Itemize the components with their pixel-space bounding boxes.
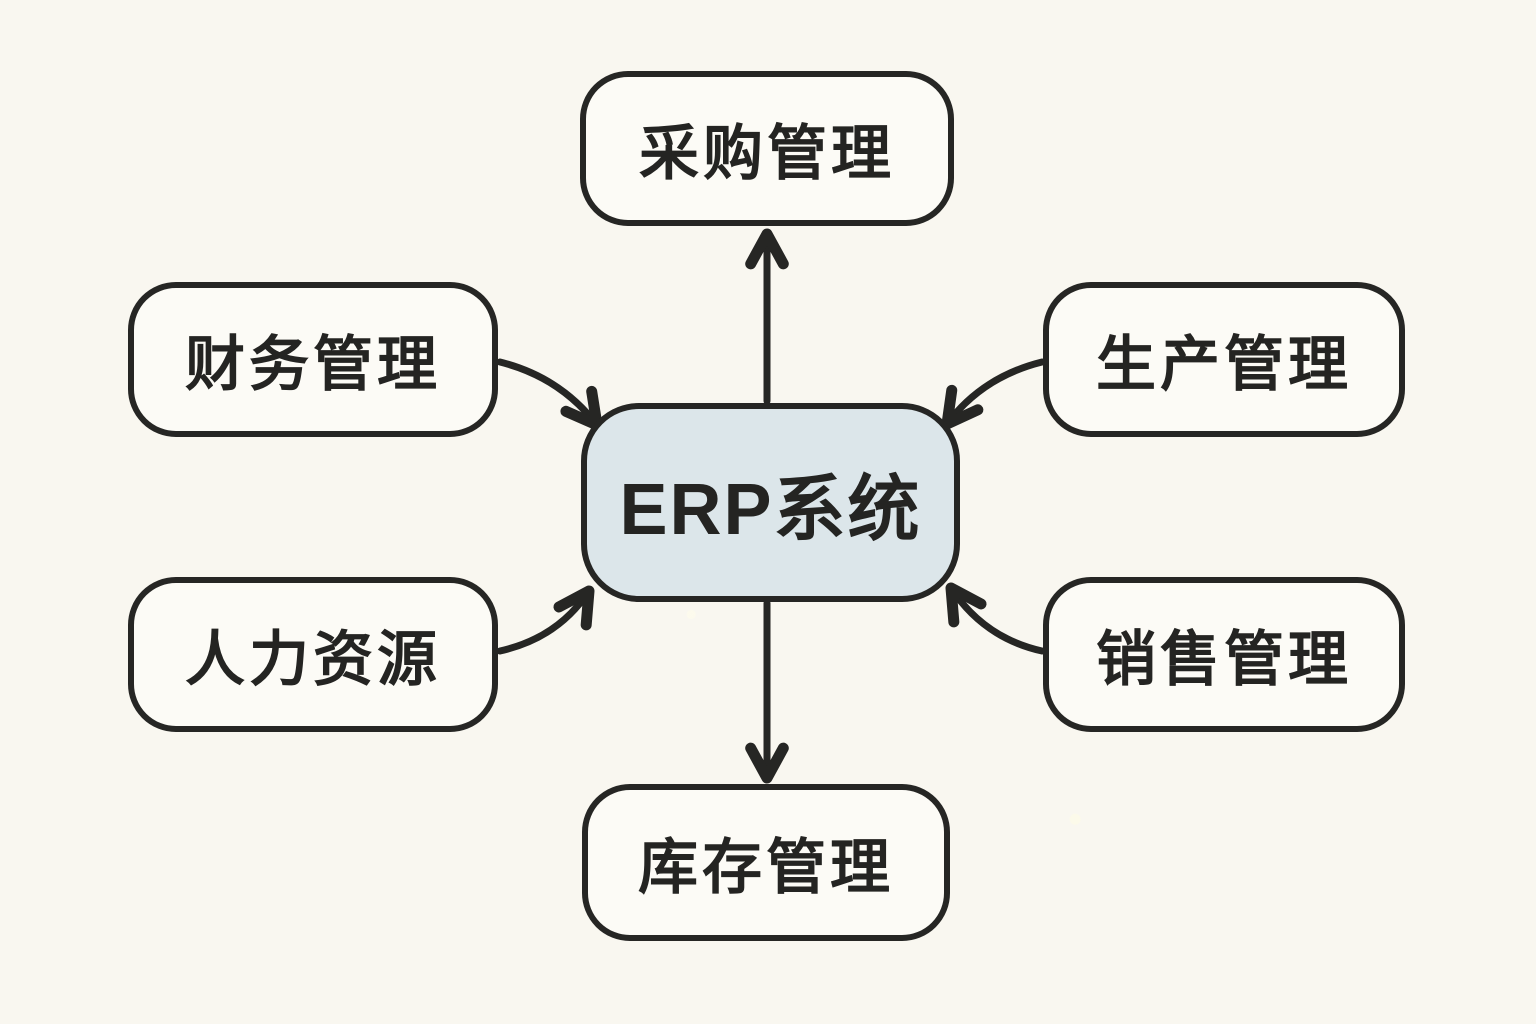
node-hr-label: 人力资源 [185, 626, 441, 693]
node-sales-label: 销售管理 [1096, 626, 1352, 693]
node-production-label: 生产管理 [1096, 331, 1352, 398]
node-erp-label: ERP系统 [619, 470, 922, 550]
arrow-finance-erp [496, 358, 603, 431]
node-sales: 销售管理 [1043, 577, 1405, 732]
arrow-hr-erp [496, 585, 595, 655]
node-inventory: 库存管理 [582, 784, 950, 941]
node-finance: 财务管理 [128, 282, 498, 437]
node-hr: 人力资源 [128, 577, 498, 732]
node-finance-label: 财务管理 [185, 331, 441, 398]
node-purchase: 采购管理 [580, 71, 954, 226]
node-production: 生产管理 [1043, 282, 1405, 437]
node-purchase-label: 采购管理 [639, 120, 895, 187]
arrow-erp-purchase [745, 228, 789, 405]
arrow-sales-erp [945, 582, 1046, 655]
node-erp-center: ERP系统 [581, 403, 960, 602]
node-inventory-label: 库存管理 [638, 834, 894, 901]
arrow-production-erp [941, 358, 1046, 430]
arrow-erp-inventory [745, 599, 789, 784]
